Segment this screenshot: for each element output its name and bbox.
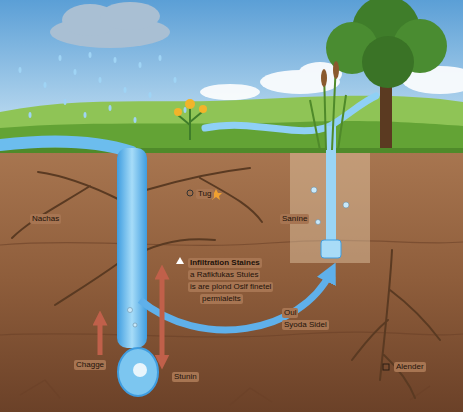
raindrop bbox=[74, 69, 77, 75]
root bbox=[12, 172, 120, 238]
raindrop bbox=[84, 112, 87, 118]
hills bbox=[0, 96, 463, 160]
raindrop bbox=[99, 77, 102, 83]
bubble bbox=[128, 308, 133, 313]
bubble bbox=[133, 323, 137, 327]
raindrop bbox=[124, 87, 127, 93]
raindrop bbox=[19, 67, 22, 73]
raindrop bbox=[139, 62, 142, 68]
small-icon bbox=[187, 190, 193, 196]
flower-head bbox=[174, 108, 182, 116]
cloud bbox=[200, 84, 260, 100]
illustration-label: Infiltration Staines bbox=[188, 258, 262, 268]
water-cube bbox=[321, 240, 341, 258]
illustration-label: Nachas bbox=[30, 214, 61, 224]
bubble bbox=[316, 220, 321, 225]
stream bbox=[0, 141, 132, 152]
crack bbox=[20, 380, 430, 405]
raindrop bbox=[44, 82, 47, 88]
flow-arrow bbox=[140, 272, 331, 330]
flower bbox=[174, 99, 207, 140]
raindrop bbox=[109, 105, 112, 111]
tree bbox=[326, 0, 447, 148]
illustration-label: Saníne bbox=[280, 214, 309, 224]
raindrop bbox=[59, 55, 62, 61]
cattail-head bbox=[333, 61, 339, 79]
bubble bbox=[311, 187, 317, 193]
bubble bbox=[343, 202, 349, 208]
illustration-label: Oul bbox=[282, 308, 298, 318]
illustration-label: Chagge bbox=[74, 360, 106, 370]
illustration-label: Alender bbox=[394, 362, 426, 372]
cattail-stem bbox=[310, 62, 346, 150]
grass-edge bbox=[0, 148, 463, 153]
water-column bbox=[326, 126, 336, 244]
illustration-label: is are plond Oslf finetel bbox=[188, 282, 273, 292]
illustration-label: permialelts bbox=[200, 294, 243, 304]
stream bbox=[205, 96, 376, 131]
illustration-label: a Rafikfukas Stuies bbox=[188, 270, 260, 280]
raindrop bbox=[159, 55, 162, 61]
cattail-head bbox=[321, 69, 327, 87]
layer-line bbox=[0, 240, 463, 245]
bullet-icon bbox=[176, 257, 184, 264]
root bbox=[352, 250, 440, 398]
recharge-arrow bbox=[98, 318, 103, 355]
water-bubble bbox=[118, 348, 158, 396]
roots bbox=[12, 168, 440, 398]
soil-layers bbox=[0, 240, 463, 405]
raindrop bbox=[89, 52, 92, 58]
tree-canopy bbox=[362, 36, 414, 88]
water-bubble bbox=[133, 363, 147, 377]
raindrop bbox=[64, 99, 67, 105]
raindrop bbox=[29, 112, 32, 118]
root bbox=[146, 168, 262, 222]
rain-cloud bbox=[50, 2, 170, 48]
flower-head bbox=[199, 105, 207, 113]
raindrop bbox=[134, 117, 137, 123]
exchange-arrow bbox=[160, 272, 165, 362]
cattail bbox=[310, 61, 346, 150]
water-column bbox=[117, 148, 147, 348]
illustration-label: Stunin bbox=[172, 372, 199, 382]
flower-head bbox=[185, 99, 195, 109]
box-icon bbox=[383, 364, 389, 370]
raindrop bbox=[114, 57, 117, 63]
soil bbox=[0, 150, 463, 412]
raindrop bbox=[184, 107, 187, 113]
raindrop bbox=[149, 92, 152, 98]
illustration-label: Tug bbox=[196, 189, 214, 199]
raindrop bbox=[174, 77, 177, 83]
illustration-label: Syoda Sidel bbox=[282, 320, 329, 330]
cloud bbox=[100, 2, 160, 30]
raindrops bbox=[19, 52, 187, 123]
